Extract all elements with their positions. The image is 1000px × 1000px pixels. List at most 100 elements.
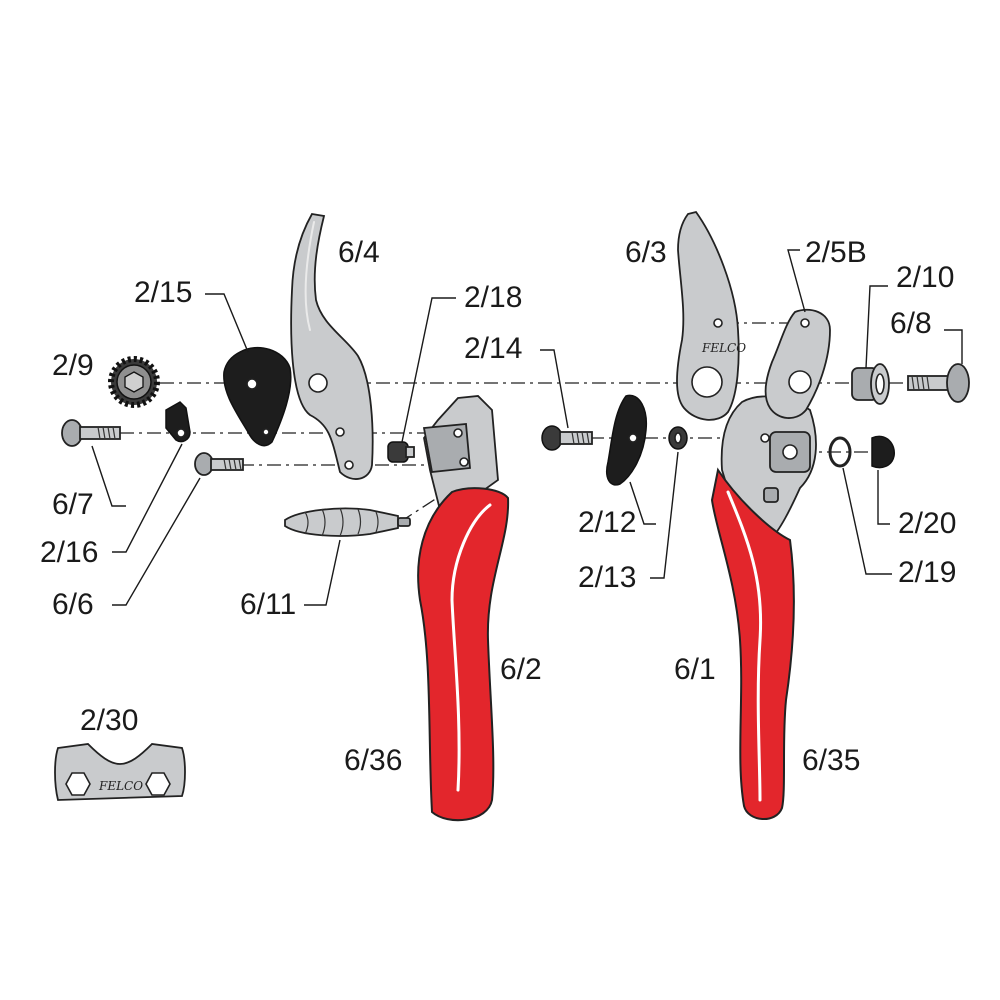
leader-2-15 xyxy=(205,293,249,353)
part-2-30: FELCO xyxy=(54,743,186,801)
part-2-30-logo: FELCO xyxy=(98,779,143,793)
leader-6-11 xyxy=(304,539,341,606)
leader-6-7 xyxy=(91,445,126,507)
leader-2-18 xyxy=(401,297,456,443)
label-2-18: 2/18 xyxy=(464,281,522,314)
label-2-19: 2/19 xyxy=(898,556,956,589)
leader-2-19 xyxy=(842,467,892,575)
label-6-3: 6/3 xyxy=(625,236,667,269)
part-2-20-body xyxy=(871,435,895,469)
part-2-18 xyxy=(387,441,415,463)
label-6-6: 6/6 xyxy=(52,588,94,621)
part-2-15-hole xyxy=(246,378,258,390)
part-6-8-thread xyxy=(911,375,930,391)
part-2-13-bore xyxy=(674,432,682,444)
label-6-4: 6/4 xyxy=(338,236,380,269)
blade-6-3-pivot xyxy=(691,366,723,398)
label-2-13: 2/13 xyxy=(578,561,636,594)
leader-6-6 xyxy=(112,477,201,606)
handle-6-2 xyxy=(417,395,510,822)
part-2-5b-body xyxy=(764,308,831,419)
leader-2-13 xyxy=(650,451,679,579)
label-2-14: 2/14 xyxy=(464,332,522,365)
part-6-11-tip xyxy=(397,517,411,527)
part-2-19-ring xyxy=(828,436,852,468)
leader-2-20 xyxy=(877,470,890,525)
part-2-10 xyxy=(851,363,890,405)
part-6-7 xyxy=(61,419,121,447)
part-2-16 xyxy=(165,401,191,443)
part-2-30-hex-right xyxy=(145,772,171,796)
label-2-16: 2/16 xyxy=(40,536,98,569)
part-2-9-hex xyxy=(124,371,144,393)
leader-6-8 xyxy=(944,329,963,364)
part-6-8-head xyxy=(946,363,970,403)
part-2-12-hole xyxy=(628,433,638,443)
part-6-11-body xyxy=(284,507,399,537)
leader-lines xyxy=(91,249,963,606)
leader-2-16 xyxy=(112,443,183,553)
part-2-12 xyxy=(606,394,648,486)
handle-6-2-pivot xyxy=(453,428,463,438)
label-6-2: 6/2 xyxy=(500,653,542,686)
label-6-1: 6/1 xyxy=(674,653,716,686)
label-2-12: 2/12 xyxy=(578,506,636,539)
label-6-35: 6/35 xyxy=(802,744,860,777)
handle-6-1-grip xyxy=(710,467,795,820)
part-2-30-hex-left xyxy=(65,772,91,796)
part-2-14 xyxy=(541,425,593,451)
part-2-18-body xyxy=(387,441,409,463)
part-6-6 xyxy=(194,452,244,476)
blade-6-4-hole-b xyxy=(344,460,354,470)
handle-6-2-bolt-hole xyxy=(459,457,469,467)
part-2-5b-hole xyxy=(800,318,810,328)
blade-6-4-body xyxy=(290,213,374,480)
part-2-15-body xyxy=(223,346,292,447)
part-6-7-head xyxy=(61,419,83,447)
part-2-14-thread xyxy=(571,431,590,445)
part-2-5b-pivot xyxy=(788,370,812,394)
label-2-10: 2/10 xyxy=(896,261,954,294)
leader-2-14 xyxy=(540,349,569,429)
part-6-8 xyxy=(907,363,970,403)
part-2-13 xyxy=(668,426,688,450)
part-2-14-head xyxy=(541,425,563,451)
part-6-6-thread xyxy=(223,458,242,471)
handle-6-2-grip xyxy=(417,487,510,822)
label-2-15: 2/15 xyxy=(134,276,192,309)
part-2-5b xyxy=(764,308,831,419)
handle-6-2-highlight xyxy=(450,503,492,792)
handle-6-1-hole xyxy=(760,433,770,443)
part-2-9 xyxy=(108,356,160,408)
handle-6-1-pin xyxy=(763,487,779,503)
blade-6-3-body xyxy=(676,210,740,421)
part-2-15 xyxy=(223,346,292,447)
part-6-7-thread xyxy=(97,426,116,440)
part-2-12-body xyxy=(606,394,648,486)
blade-6-3-mark: FELCO xyxy=(701,341,746,355)
part-2-18-stem xyxy=(405,446,415,458)
blade-6-4-hole-a xyxy=(335,427,345,437)
handle-6-1 xyxy=(710,395,817,820)
label-6-8: 6/8 xyxy=(890,307,932,340)
part-labels: 6/4 6/3 2/5B 2/10 6/8 2/15 2/18 2/14 2/9… xyxy=(40,236,956,777)
part-6-11-coils xyxy=(304,507,379,537)
part-2-16-hole xyxy=(176,428,186,438)
blade-6-4-edge xyxy=(304,221,315,331)
part-2-19 xyxy=(828,436,852,468)
label-6-11: 6/11 xyxy=(240,588,296,621)
label-6-36: 6/36 xyxy=(344,744,402,777)
label-2-30: 2/30 xyxy=(80,704,138,737)
part-2-15-hole-b xyxy=(262,428,270,436)
blade-6-3: FELCO xyxy=(676,210,746,421)
handle-6-1-highlight xyxy=(726,490,763,802)
leader-2-12 xyxy=(629,481,656,525)
label-2-20: 2/20 xyxy=(898,507,956,540)
leader-2-10 xyxy=(865,285,888,369)
part-6-6-shank xyxy=(210,458,244,471)
label-2-9: 2/9 xyxy=(52,349,94,382)
part-2-20 xyxy=(871,435,895,469)
part-2-10-bore xyxy=(875,373,885,395)
label-6-7: 6/7 xyxy=(52,488,94,521)
